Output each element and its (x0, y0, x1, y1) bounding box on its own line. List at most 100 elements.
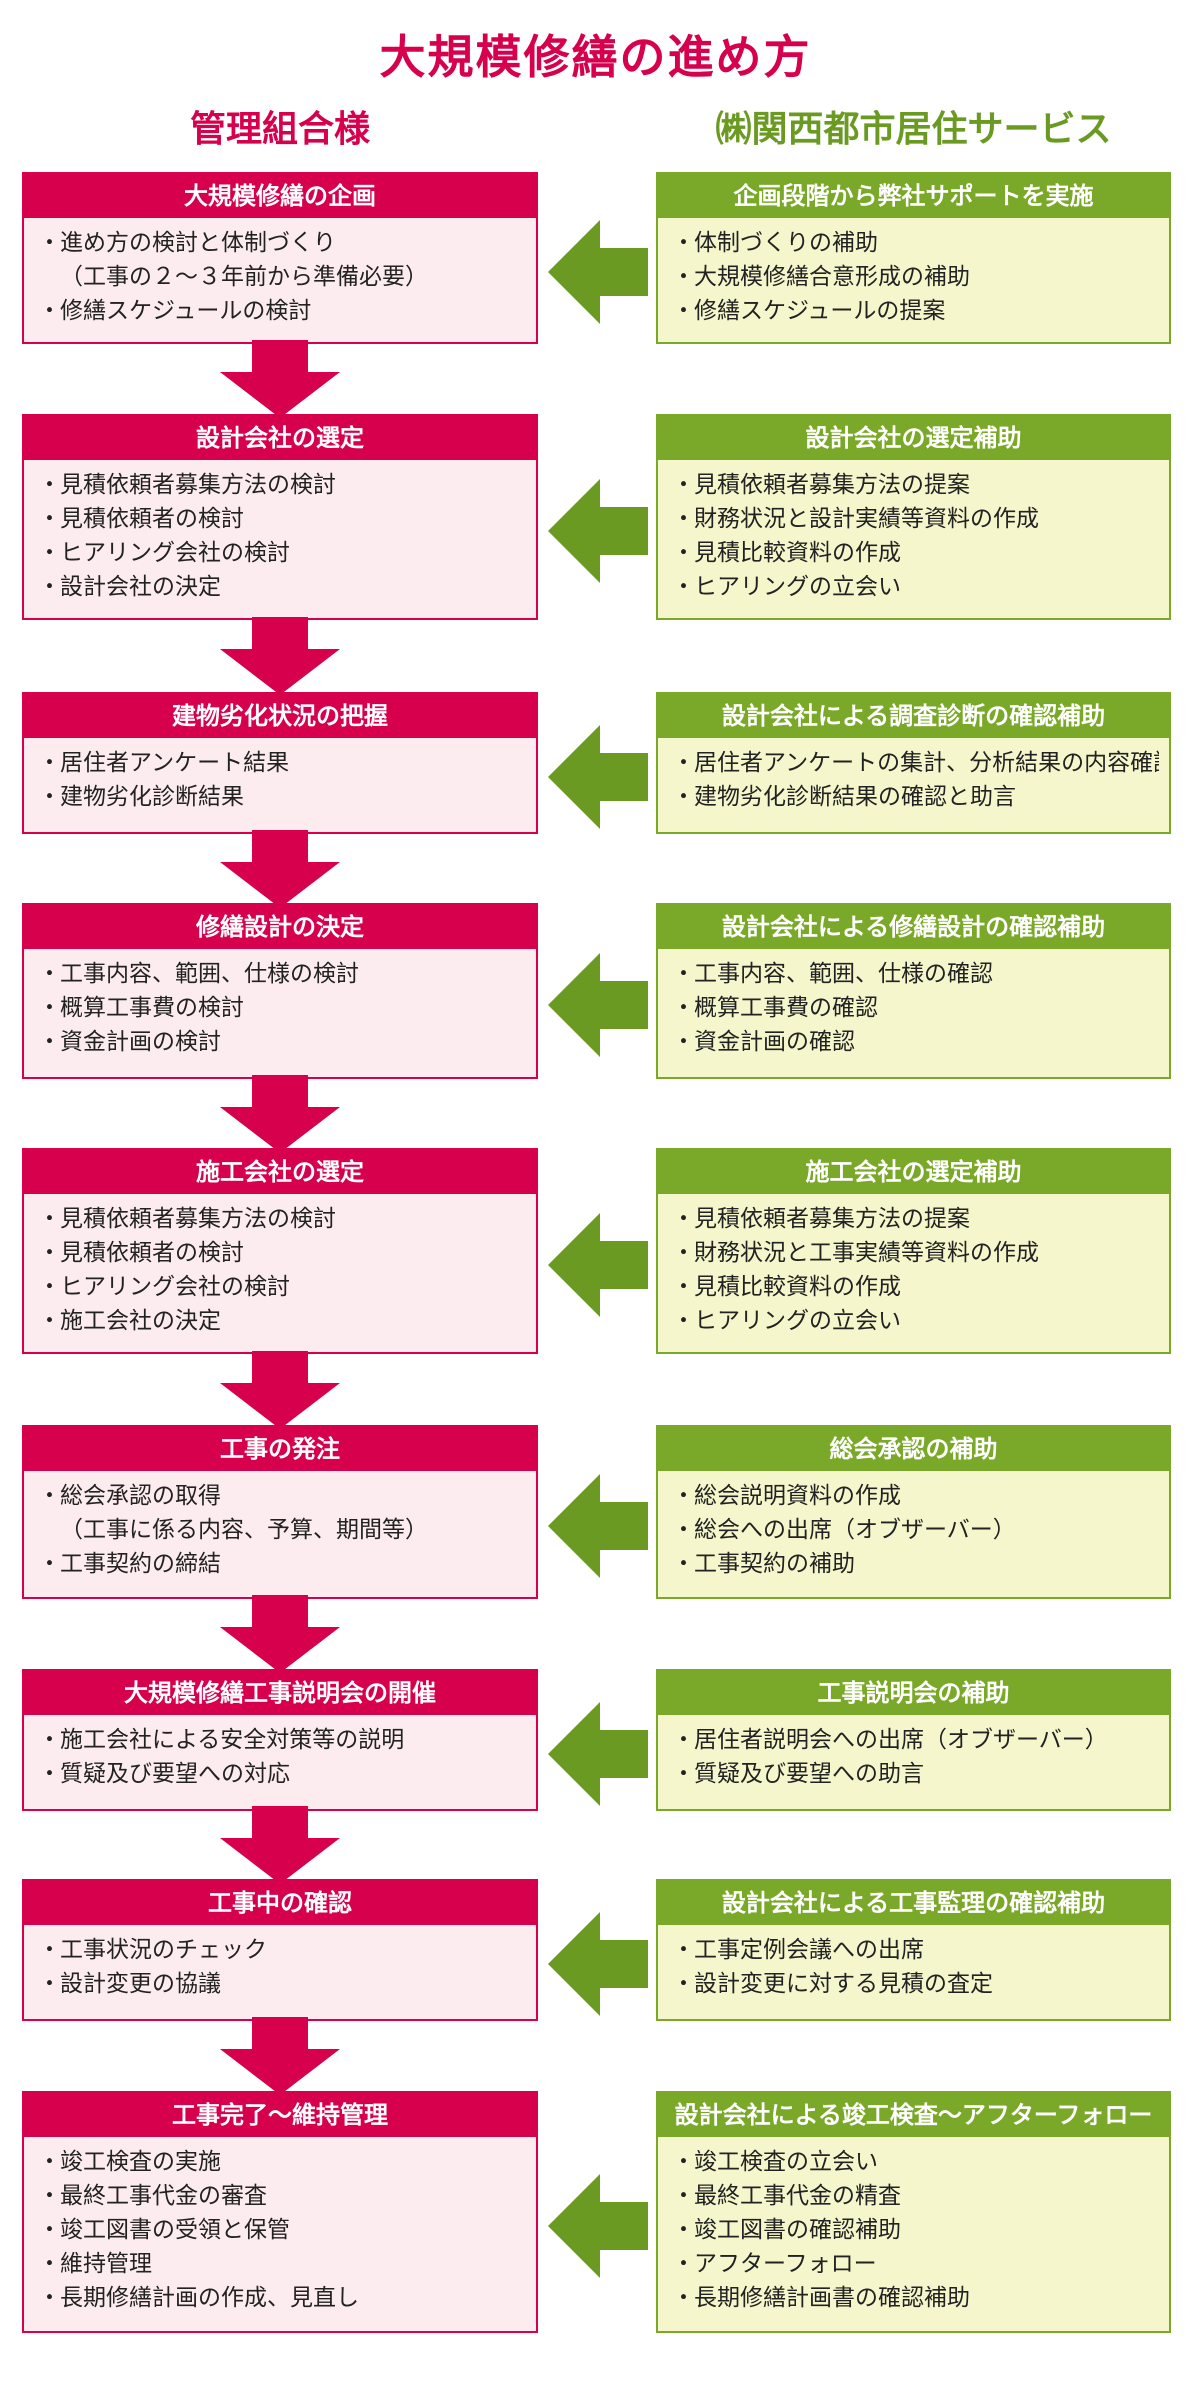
step-title: 修繕設計の決定 (24, 905, 536, 949)
step-item: 総会への出席（オブザーバー） (672, 1513, 1159, 1547)
step-box-right: 設計会社による調査診断の確認補助居住者アンケートの集計、分析結果の内容確認建物劣… (656, 692, 1171, 834)
step-item: 工事定例会議への出席 (672, 1933, 1159, 1967)
arrow-left-icon (548, 725, 648, 829)
step-item: ヒアリングの立会い (672, 1304, 1159, 1338)
step-item: 修繕スケジュールの提案 (672, 294, 1159, 328)
step-item: ヒアリング会社の検討 (38, 536, 526, 570)
step-item-list: 見積依頼者募集方法の提案財務状況と設計実績等資料の作成見積比較資料の作成ヒアリン… (658, 460, 1169, 604)
step-item-list: 居住者アンケートの集計、分析結果の内容確認建物劣化診断結果の確認と助言 (658, 738, 1169, 814)
step-title: 工事完了～維持管理 (24, 2093, 536, 2137)
step-title: 工事の発注 (24, 1427, 536, 1471)
step-box-right: 企画段階から弊社サポートを実施体制づくりの補助大規模修繕合意形成の補助修繕スケジ… (656, 172, 1171, 344)
step-item: 施工会社の決定 (38, 1304, 526, 1338)
step-box-left: 大規模修繕工事説明会の開催施工会社による安全対策等の説明質疑及び要望への対応 (22, 1669, 538, 1811)
step-title: 企画段階から弊社サポートを実施 (658, 174, 1169, 218)
arrow-down-icon (220, 1350, 340, 1429)
step-item-list: 竣工検査の実施最終工事代金の審査竣工図書の受領と保管維持管理長期修繕計画の作成、… (24, 2137, 536, 2315)
step-item: 見積比較資料の作成 (672, 536, 1159, 570)
step-box-left: 施工会社の選定見積依頼者募集方法の検討見積依頼者の検討ヒアリング会社の検討施工会… (22, 1148, 538, 1354)
step-item: 施工会社による安全対策等の説明 (38, 1723, 526, 1757)
step-item: 総会説明資料の作成 (672, 1479, 1159, 1513)
step-item: 居住者アンケートの集計、分析結果の内容確認 (672, 746, 1159, 780)
arrow-left-icon (548, 2174, 648, 2278)
step-item-list: 体制づくりの補助大規模修繕合意形成の補助修繕スケジュールの提案 (658, 218, 1169, 328)
step-item: 維持管理 (38, 2247, 526, 2281)
step-item: 総会承認の取得 (38, 1479, 526, 1513)
step-item: ヒアリング会社の検討 (38, 1270, 526, 1304)
step-box-right: 工事説明会の補助居住者説明会への出席（オブザーバー）質疑及び要望への助言 (656, 1669, 1171, 1811)
step-item-list: 施工会社による安全対策等の説明質疑及び要望への対応 (24, 1715, 536, 1791)
step-item-list: 工事状況のチェック設計変更の協議 (24, 1925, 536, 2001)
step-item: 見積依頼者の検討 (38, 1236, 526, 1270)
step-item: 見積依頼者募集方法の検討 (38, 468, 526, 502)
step-box-left: 工事の発注総会承認の取得（工事に係る内容、予算、期間等）工事契約の締結 (22, 1425, 538, 1599)
step-item: （工事の２～３年前から準備必要） (60, 264, 428, 290)
step-item: 設計変更に対する見積の査定 (672, 1967, 1159, 2001)
step-box-right: 設計会社による修繕設計の確認補助工事内容、範囲、仕様の確認概算工事費の確認資金計… (656, 903, 1171, 1079)
arrow-down-icon (220, 829, 340, 908)
step-item: 修繕スケジュールの検討 (38, 294, 526, 328)
step-item: 最終工事代金の精査 (672, 2179, 1159, 2213)
step-title: 建物劣化状況の把握 (24, 694, 536, 738)
arrow-down-icon (220, 1074, 340, 1153)
arrow-left-icon (548, 1213, 648, 1317)
step-box-left: 大規模修繕の企画進め方の検討と体制づくり（工事の２～３年前から準備必要）修繕スケ… (22, 172, 538, 344)
arrow-down-icon (220, 1806, 340, 1884)
step-item: （工事に係る内容、予算、期間等） (60, 1517, 428, 1543)
step-item: アフターフォロー (672, 2247, 1159, 2281)
step-item-list: 竣工検査の立会い最終工事代金の精査竣工図書の確認補助アフターフォロー長期修繕計画… (658, 2137, 1169, 2315)
step-item-list: 見積依頼者募集方法の提案財務状況と工事実績等資料の作成見積比較資料の作成ヒアリン… (658, 1194, 1169, 1338)
step-item-list: 総会説明資料の作成総会への出席（オブザーバー）工事契約の補助 (658, 1471, 1169, 1581)
step-item-list: 工事定例会議への出席設計変更に対する見積の査定 (658, 1925, 1169, 2001)
step-title: 設計会社の選定補助 (658, 416, 1169, 460)
step-item: 財務状況と工事実績等資料の作成 (672, 1236, 1159, 1270)
step-box-left: 工事完了～維持管理竣工検査の実施最終工事代金の審査竣工図書の受領と保管維持管理長… (22, 2091, 538, 2333)
step-title: 施工会社の選定補助 (658, 1150, 1169, 1194)
step-title: 施工会社の選定 (24, 1150, 536, 1194)
step-item: ヒアリングの立会い (672, 570, 1159, 604)
arrow-left-icon (548, 479, 648, 583)
step-item: 見積依頼者募集方法の検討 (38, 1202, 526, 1236)
step-box-left: 設計会社の選定見積依頼者募集方法の検討見積依頼者の検討ヒアリング会社の検討設計会… (22, 414, 538, 620)
step-title: 設計会社の選定 (24, 416, 536, 460)
step-item: 財務状況と設計実績等資料の作成 (672, 502, 1159, 536)
step-item: 竣工図書の受領と保管 (38, 2213, 526, 2247)
step-item: 大規模修繕合意形成の補助 (672, 260, 1159, 294)
step-item: 質疑及び要望への助言 (672, 1757, 1159, 1791)
step-item-list: 見積依頼者募集方法の検討見積依頼者の検討ヒアリング会社の検討設計会社の決定 (24, 460, 536, 604)
step-title: 大規模修繕の企画 (24, 174, 536, 218)
step-item-list: 工事内容、範囲、仕様の検討概算工事費の検討資金計画の検討 (24, 949, 536, 1059)
arrow-left-icon (548, 1474, 648, 1578)
step-box-right: 施工会社の選定補助見積依頼者募集方法の提案財務状況と工事実績等資料の作成見積比較… (656, 1148, 1171, 1354)
step-item: 概算工事費の検討 (38, 991, 526, 1025)
page-title: 大規模修繕の進め方 (379, 30, 812, 84)
step-item-list: 居住者説明会への出席（オブザーバー）質疑及び要望への助言 (658, 1715, 1169, 1791)
column-header-left: 管理組合様 (189, 109, 370, 150)
arrow-down-icon (220, 2017, 340, 2095)
step-item-list: 総会承認の取得（工事に係る内容、予算、期間等）工事契約の締結 (24, 1471, 536, 1581)
step-item: 設計会社の決定 (38, 570, 526, 604)
step-item: 設計変更の協議 (38, 1967, 526, 2001)
step-item: 建物劣化診断結果の確認と助言 (672, 780, 1159, 814)
step-item: 体制づくりの補助 (672, 226, 1159, 260)
step-item: 見積依頼者募集方法の提案 (672, 468, 1159, 502)
arrow-down-icon (220, 617, 340, 695)
step-title: 設計会社による工事監理の確認補助 (658, 1881, 1169, 1925)
step-item-list: 居住者アンケート結果建物劣化診断結果 (24, 738, 536, 814)
step-item: 工事内容、範囲、仕様の検討 (38, 957, 526, 991)
step-item-list: 見積依頼者募集方法の検討見積依頼者の検討ヒアリング会社の検討施工会社の決定 (24, 1194, 536, 1338)
arrow-left-icon (548, 1912, 648, 2016)
step-title: 設計会社による修繕設計の確認補助 (658, 905, 1169, 949)
step-item: 竣工図書の確認補助 (672, 2213, 1159, 2247)
step-item: 質疑及び要望への対応 (38, 1757, 526, 1791)
step-item: 居住者説明会への出席（オブザーバー） (672, 1723, 1159, 1757)
step-item: 資金計画の検討 (38, 1025, 526, 1059)
step-item: 竣工検査の立会い (672, 2145, 1159, 2179)
arrow-left-icon (548, 1702, 648, 1806)
column-header-right: ㈱関西都市居住サービス (715, 109, 1112, 150)
step-title: 工事中の確認 (24, 1881, 536, 1925)
step-box-right: 設計会社による竣工検査～アフターフォロー竣工検査の立会い最終工事代金の精査竣工図… (656, 2091, 1171, 2333)
step-item: 工事状況のチェック (38, 1933, 526, 1967)
step-item: 見積依頼者募集方法の提案 (672, 1202, 1159, 1236)
step-item: 長期修繕計画書の確認補助 (672, 2281, 1159, 2315)
